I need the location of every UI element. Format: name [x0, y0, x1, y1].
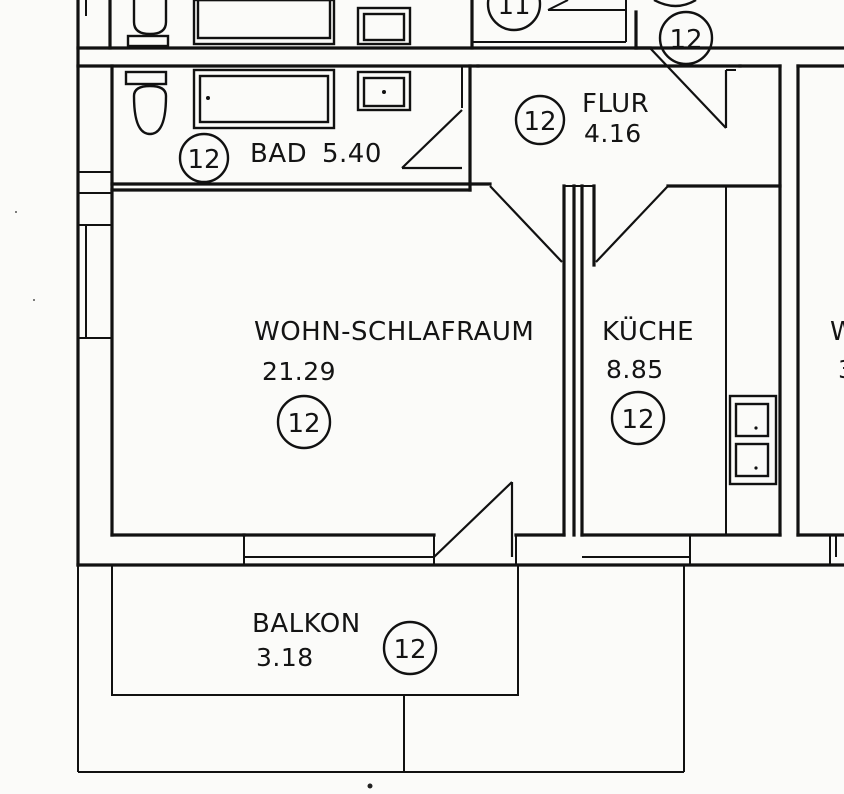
flur-name: FLUR	[582, 89, 649, 119]
wohn-area: 21.29	[262, 357, 336, 386]
bathroom-fixtures	[124, 0, 412, 136]
balkon-name: BALKON	[252, 609, 361, 639]
cut-off-labels: 11 12 W 3	[486, 0, 844, 384]
bad-name: BAD	[250, 139, 307, 169]
kueche-tag: 12	[621, 405, 654, 435]
top-tag-left: 11	[497, 0, 530, 21]
upper-partial-rooms	[470, 0, 736, 129]
stove-icon	[734, 402, 770, 438]
room-bad: 12 BAD 5.40	[178, 132, 382, 184]
room-flur: 12 FLUR 4.16	[514, 89, 649, 148]
kitchen-appliances	[728, 394, 778, 486]
kueche-area: 8.85	[606, 355, 664, 384]
room-kueche: KÜCHE 8.85 12	[602, 315, 694, 446]
right-room-digit: 3	[838, 355, 844, 384]
room-balkon: BALKON 3.18 12	[252, 609, 438, 676]
bad-area: 5.40	[322, 139, 382, 169]
flur-area: 4.16	[584, 119, 642, 148]
wohn-name: WOHN-SCHLAFRAUM	[254, 317, 534, 347]
bathtub-icon	[192, 68, 336, 130]
scan-specks	[15, 211, 373, 789]
toilet-icon	[132, 84, 168, 136]
doors	[401, 109, 669, 558]
balkon-area: 3.18	[256, 643, 314, 672]
balkon-tag: 12	[393, 635, 426, 665]
right-room-letter: W	[830, 317, 844, 347]
top-tag-right: 12	[669, 25, 702, 55]
wohn-tag: 12	[287, 409, 320, 439]
sink-icon	[356, 70, 412, 112]
kueche-name: KÜCHE	[602, 315, 694, 347]
balcony-outline	[77, 564, 685, 773]
bad-tag: 12	[187, 145, 220, 175]
flur-tag: 12	[523, 107, 556, 137]
room-wohn-schlafraum: WOHN-SCHLAFRAUM 21.29 12	[254, 317, 534, 450]
